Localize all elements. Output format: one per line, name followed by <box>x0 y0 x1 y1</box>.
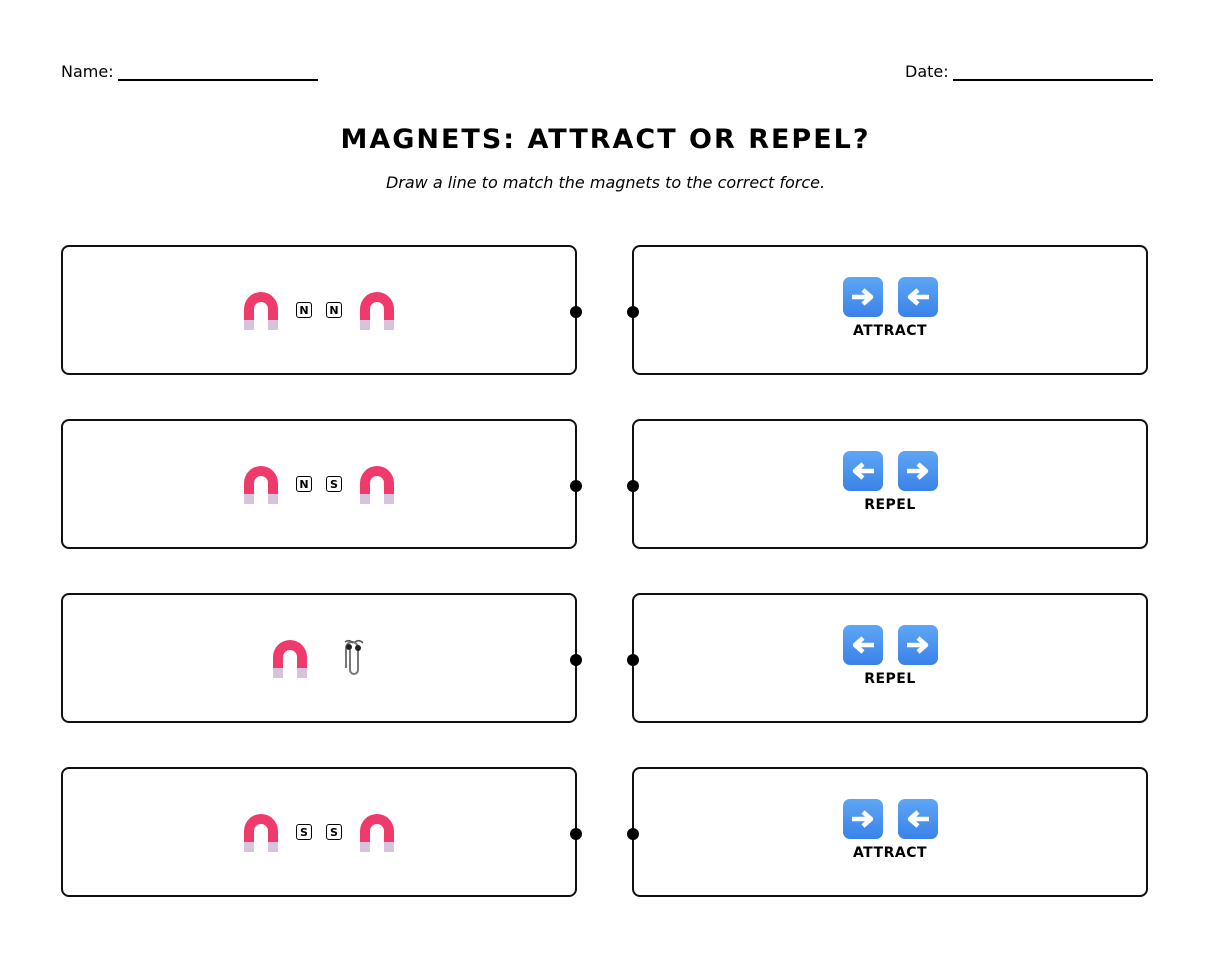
magnet-icon <box>271 638 309 678</box>
match-dot[interactable] <box>570 654 582 666</box>
date-label: Date: <box>905 62 949 81</box>
pole-label: N <box>326 302 342 318</box>
date-field[interactable]: Date: <box>905 62 1153 81</box>
arrow-right-icon <box>897 451 938 491</box>
instructions: Draw a line to match the magnets to the … <box>385 173 826 192</box>
match-dot[interactable] <box>627 480 639 492</box>
force-card-2: REPEL <box>627 419 1148 549</box>
match-dot[interactable] <box>570 828 582 840</box>
magnet-card-4: S S <box>61 767 582 897</box>
arrow-right-icon <box>842 277 883 317</box>
magnet-card-3 <box>61 593 582 723</box>
force-label: REPEL <box>864 497 916 513</box>
pole-label: S <box>326 476 342 492</box>
match-dot[interactable] <box>627 828 639 840</box>
force-card-1: ATTRACT <box>627 245 1148 375</box>
match-dot[interactable] <box>627 654 639 666</box>
magnet-icon <box>242 290 280 330</box>
magnet-card-2: N S <box>61 419 582 549</box>
force-card-3: REPEL <box>627 593 1148 723</box>
date-blank-line[interactable] <box>952 65 1153 81</box>
force-card-4: ATTRACT <box>627 767 1148 897</box>
paperclip-icon <box>341 638 367 678</box>
arrow-right-icon <box>842 799 883 839</box>
arrow-right-icon <box>897 625 938 665</box>
magnet-icon <box>242 464 280 504</box>
match-dot[interactable] <box>627 306 639 318</box>
match-dot[interactable] <box>570 480 582 492</box>
name-label: Name: <box>61 62 114 81</box>
arrow-left-icon <box>897 277 938 317</box>
arrow-left-icon <box>897 799 938 839</box>
force-label: REPEL <box>864 671 916 687</box>
force-label: ATTRACT <box>852 845 928 861</box>
pole-label: S <box>326 824 342 840</box>
magnet-icon <box>242 812 280 852</box>
magnet-icon <box>358 812 396 852</box>
magnet-icon <box>358 290 396 330</box>
pole-label: N <box>296 302 312 318</box>
page-title: MAGNETS: ATTRACT OR REPEL? <box>340 124 871 155</box>
name-blank-line[interactable] <box>117 65 318 81</box>
magnet-card-1: N N <box>61 245 582 375</box>
name-field[interactable]: Name: <box>61 62 318 81</box>
match-dot[interactable] <box>570 306 582 318</box>
pole-label: N <box>296 476 312 492</box>
magnet-icon <box>358 464 396 504</box>
force-label: ATTRACT <box>852 323 928 339</box>
arrow-left-icon <box>842 451 883 491</box>
arrow-left-icon <box>842 625 883 665</box>
pole-label: S <box>296 824 312 840</box>
